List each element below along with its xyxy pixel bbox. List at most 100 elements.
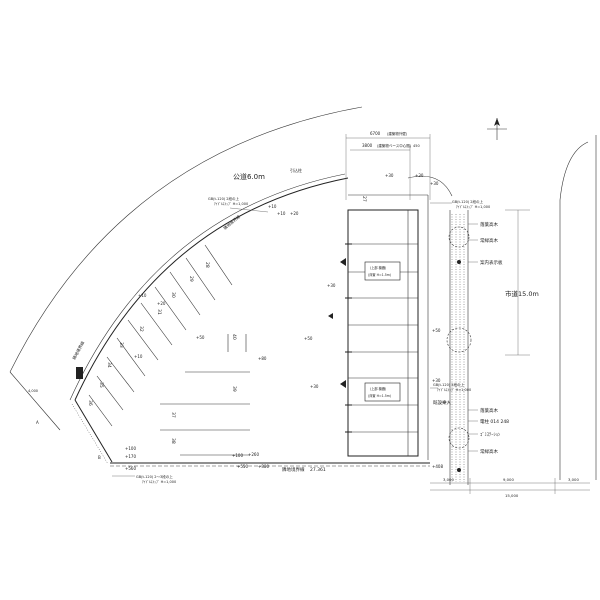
svg-text:常緑高木: 常緑高木 xyxy=(480,448,498,455)
unit-rows xyxy=(348,243,418,433)
svg-text:+30: +30 xyxy=(385,173,394,178)
svg-text:+10: +10 xyxy=(268,204,277,209)
left-boundary-hatch xyxy=(71,403,109,465)
callout-4: GB(t-120) 2～3段の上 ｱｲﾄﾞﾙｽﾄｯﾌﾟ H=1,000 xyxy=(136,474,176,484)
svg-text:38: 38 xyxy=(170,438,176,444)
svg-text:常緑高木: 常緑高木 xyxy=(480,237,498,244)
svg-text:+30: +30 xyxy=(415,173,424,178)
svg-text:+50: +50 xyxy=(432,328,441,333)
public-road-inner-edge xyxy=(74,177,349,401)
svg-text:GB(t-120) 2段の上: GB(t-120) 2段の上 xyxy=(452,199,483,204)
svg-text:+260: +260 xyxy=(248,452,259,457)
svg-text:+10: +10 xyxy=(134,354,143,359)
svg-text:29: 29 xyxy=(188,276,194,282)
planting-hatch xyxy=(451,214,465,482)
misc-tag-a: A xyxy=(36,420,39,425)
upper-boundary-label: 隣地境界線 xyxy=(222,213,241,230)
misc-tag-b: B xyxy=(98,455,101,460)
svg-text:+380: +380 xyxy=(258,464,269,469)
machine-labels: (上部 機器) (床置 H=1.5m) (上部 機器) (床置 H=1.5m) xyxy=(368,265,391,398)
lower-boundary-dim: 27.361 xyxy=(310,467,326,473)
left-boundary xyxy=(74,399,113,463)
bottom-dim-middle: 9,000 xyxy=(503,477,514,482)
svg-text:+550: +550 xyxy=(237,464,248,469)
left-dim: 4,000 xyxy=(28,389,38,393)
callout-leaders xyxy=(112,202,452,477)
svg-text:+50: +50 xyxy=(196,335,205,340)
bottom-dim-total: 15,000 xyxy=(505,493,519,498)
top-dim-overall-note: (建築物外壁) xyxy=(387,131,408,136)
stall-numbers: 27 28 29 30 31 32 33 34 35 36 37 38 39 4… xyxy=(87,196,367,444)
svg-text:30: 30 xyxy=(170,292,176,298)
city-road-left-edge xyxy=(559,141,589,480)
svg-text:+30: +30 xyxy=(327,283,336,288)
arc-parking-stripes xyxy=(88,244,233,427)
svg-text:+30: +30 xyxy=(430,181,439,186)
callout-3: GB(t-120) 2段の上 ｱｲﾄﾞﾙｽﾄｯﾌﾟ H=1,000 xyxy=(433,382,471,392)
city-road-label: 市道15.0m xyxy=(505,289,539,298)
svg-text:36: 36 xyxy=(87,400,93,406)
svg-text:(上部 機器): (上部 機器) xyxy=(370,265,386,270)
svg-text:ｱｲﾄﾞﾙｽﾄｯﾌﾟ H=1,000: ｱｲﾄﾞﾙｽﾄｯﾌﾟ H=1,000 xyxy=(437,387,471,392)
right-leaders xyxy=(440,223,478,452)
building-outline xyxy=(347,209,419,457)
svg-text:35: 35 xyxy=(98,382,104,388)
svg-text:37: 37 xyxy=(170,412,176,418)
svg-text:GB(t-120) 2段の上: GB(t-120) 2段の上 xyxy=(208,196,239,201)
svg-text:28: 28 xyxy=(204,262,210,268)
svg-text:落葉高木: 落葉高木 xyxy=(480,221,498,228)
svg-text:ｱｲﾄﾞﾙｽﾄｯﾌﾟ H=1,000: ｱｲﾄﾞﾙｽﾄｯﾌﾟ H=1,000 xyxy=(142,479,176,484)
svg-text:+100: +100 xyxy=(232,453,243,458)
north-arrow-icon xyxy=(487,118,507,140)
lower-parking-stripes xyxy=(160,334,250,456)
svg-text:+30: +30 xyxy=(432,378,441,383)
svg-text:+408: +408 xyxy=(432,464,443,469)
left-boundary-label: 隣地境界線 xyxy=(71,340,86,360)
top-dim-right: 450 xyxy=(413,144,420,148)
svg-text:ｺﾞﾐｽﾃｰｼｮﾝ: ｺﾞﾐｽﾃｰｼｮﾝ xyxy=(480,431,501,438)
machine-box-1 xyxy=(364,261,401,281)
svg-text:(上部 機器): (上部 機器) xyxy=(370,386,386,391)
bottom-dimension-lines xyxy=(430,478,590,494)
wall-block xyxy=(76,367,83,379)
left-outer-line xyxy=(9,371,61,431)
svg-text:+100: +100 xyxy=(125,446,136,451)
bottom-dim-left: 3,000 xyxy=(443,477,454,482)
svg-text:39: 39 xyxy=(231,386,237,392)
svg-text:34: 34 xyxy=(106,362,112,368)
svg-text:+80: +80 xyxy=(258,356,267,361)
top-dim-overall: 6700 xyxy=(370,131,381,136)
svg-text:既設乗入: 既設乗入 xyxy=(433,399,451,406)
svg-text:GB(t-120) 2段の上: GB(t-120) 2段の上 xyxy=(433,382,464,387)
top-dimension-lines xyxy=(345,134,431,200)
right-dimension-lines xyxy=(505,209,530,356)
svg-text:+50: +50 xyxy=(304,336,313,341)
unit-stubs xyxy=(345,243,352,433)
svg-text:+30: +30 xyxy=(310,384,319,389)
svg-text:27: 27 xyxy=(361,196,367,202)
small-note: 引込柱 xyxy=(290,167,302,173)
callout-2: GB(t-120) 2段の上 ｱｲﾄﾞﾙｽﾄｯﾌﾟ H=1,000 xyxy=(452,199,490,209)
entry-markers xyxy=(328,258,346,388)
svg-text:+170: +170 xyxy=(125,454,136,459)
public-road-outer-edge xyxy=(9,106,363,373)
svg-text:33: 33 xyxy=(118,342,124,348)
svg-text:+20: +20 xyxy=(290,211,299,216)
callout-1: GB(t-120) 2段の上 ｱｲﾄﾞﾙｽﾄｯﾌﾟ H=1,000 xyxy=(208,196,248,206)
svg-text:ｱｲﾄﾞﾙｽﾄｯﾌﾟ H=1,000: ｱｲﾄﾞﾙｽﾄｯﾌﾟ H=1,000 xyxy=(214,201,248,206)
svg-text:32: 32 xyxy=(138,326,144,332)
public-road-label: 公道6.0m xyxy=(233,172,265,181)
bottom-dim-right: 3,000 xyxy=(568,477,579,482)
right-side-labels: 落葉高木 常緑高木 案内表示板 既設乗入 落葉高木 電柱 014 248 ｺﾞﾐ… xyxy=(433,221,509,455)
top-dim-inner: 3800 xyxy=(362,143,373,148)
svg-text:31: 31 xyxy=(156,309,162,315)
corner-arc xyxy=(407,175,453,197)
svg-text:電柱 014 248: 電柱 014 248 xyxy=(480,418,509,425)
level-markers: +30 +30 +10 +10 +20 +30 +10 +20 +50 +10 … xyxy=(125,173,443,471)
svg-text:GB(t-120) 2～3段の上: GB(t-120) 2～3段の上 xyxy=(136,474,173,479)
svg-text:(床置 H=1.5m): (床置 H=1.5m) xyxy=(368,393,391,398)
svg-text:+20: +20 xyxy=(157,301,166,306)
svg-text:(床置 H=1.5m): (床置 H=1.5m) xyxy=(368,272,391,277)
svg-text:+10: +10 xyxy=(138,293,147,298)
top-dim-inner-note: (建築物ベース中心間) xyxy=(377,143,412,148)
